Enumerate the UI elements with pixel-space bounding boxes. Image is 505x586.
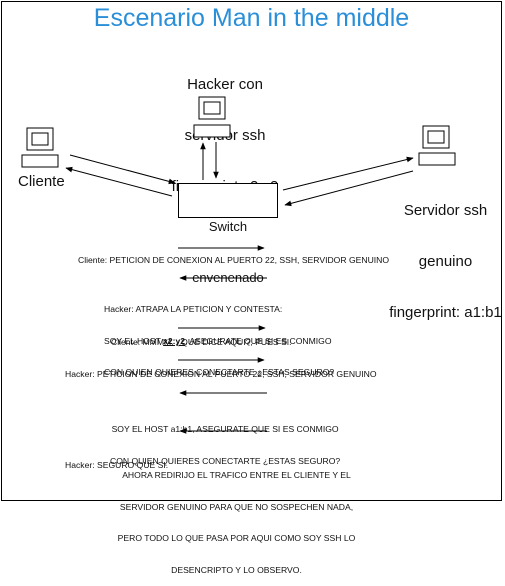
message-2-line-3: CON QUIEN QUIERES CONECTARTE ¿ESTAS SEGU… <box>104 367 335 377</box>
arrow-switch-to-cliente <box>65 166 173 197</box>
servidor-label: Servidor ssh genuino fingerprint: a1:b1 <box>383 168 505 338</box>
message-2-line-2-c: , ASEGURATE QUE SI ES CONMIGO <box>185 335 332 346</box>
message-6-line-3: SERVIDOR GENUINO PARA QUE NO SOSPECHEN N… <box>119 501 354 512</box>
diagram-title: Escenario Man in the middle <box>93 4 410 32</box>
hacker-label-line-1: Hacker con <box>187 76 263 93</box>
hacker-computer-icon <box>193 96 231 138</box>
message-2: Hacker: ATRAPA LA PETICION Y CONTESTA: S… <box>104 283 334 388</box>
diagram-graphics <box>21 96 456 434</box>
message-6-line-2: AHORA REDIRIJO EL TRAFICO ENTRE EL CLIEN… <box>122 470 351 480</box>
arrow-servidor-to-switch <box>284 170 414 207</box>
message-3: Cliente: MMMM, ¿QUE DICE AQUI?, PUES SI. <box>111 337 292 347</box>
servidor-label-line-2: genuino <box>418 253 473 270</box>
message-4: Hacker: PETICION DE CONEXION AL PUERTO 2… <box>65 369 377 379</box>
servidor-label-line-1: Servidor ssh <box>403 202 488 219</box>
message-1: Cliente: PETICION DE CONEXION AL PUERTO … <box>78 255 390 265</box>
message-6-body: AHORA REDIRIJO EL TRAFICO ENTRE EL CLIEN… <box>84 449 389 586</box>
message-5-line-1: SOY EL HOST a1:b1, ASEGURATE QUE SI ES C… <box>111 424 339 434</box>
servidor-label-line-3: fingerprint: a1:b1 <box>389 304 502 321</box>
diagram-frame <box>1 1 502 501</box>
hacker-fingerprint-highlight: x2:y2 <box>163 335 186 346</box>
arrow-cliente-to-switch <box>69 154 176 185</box>
arrow-switch-to-servidor <box>282 156 414 191</box>
message-6-line-5: DESENCRIPTO Y LO OBSERVO. <box>171 564 302 575</box>
message-6-line-1: Hacker: SEGURO QUE SI. <box>65 460 169 470</box>
message-6: Hacker: SEGURO QUE SI. <box>65 439 168 481</box>
message-2-line-2-a: SOY EL HOST <box>104 335 164 346</box>
switch-label-line-1: Switch <box>208 219 248 234</box>
message-5: SOY EL HOST a1:b1, ASEGURATE QUE SI ES C… <box>110 403 340 477</box>
cliente-computer-icon <box>21 127 59 168</box>
switch-box <box>178 183 278 218</box>
cliente-label: Cliente <box>18 173 65 190</box>
message-2-line-1: Hacker: ATRAPA LA PETICION Y CONTESTA: <box>104 304 283 314</box>
message-2-line-2: SOY EL HOST x2:y2, ASEGURATE QUE SI ES C… <box>104 336 334 347</box>
message-6-line-4: PERO TODO LO QUE PASA POR AQUI COMO SOY … <box>117 533 356 543</box>
servidor-computer-icon <box>418 125 456 166</box>
message-5-line-2: CON QUIEN QUIERES CONECTARTE ¿ESTAS SEGU… <box>110 455 341 466</box>
